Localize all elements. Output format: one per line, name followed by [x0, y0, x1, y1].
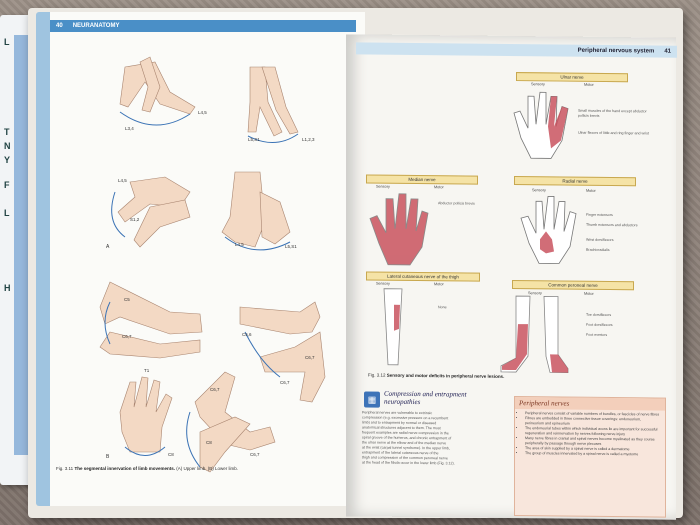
back-letter: T	[4, 127, 10, 137]
segment-label: C6,7	[250, 452, 260, 457]
foot-drawing	[221, 171, 266, 248]
caption-tail: (A) Upper limb. (B) Lower limb.	[176, 466, 239, 471]
median-deficit-area	[369, 193, 429, 266]
median-nerve-title: Median nerve	[366, 174, 478, 185]
right-figure-caption: Fig. 3.12 Sensory and motor deficits in …	[368, 373, 658, 381]
segment-label: L3,4	[125, 126, 134, 131]
segment-label: C6,7	[305, 355, 315, 360]
caption-prefix: Fig. 3.11	[56, 466, 74, 471]
left-section-title: NEURANATOMY	[72, 23, 120, 29]
panel-label-a: A	[106, 244, 110, 250]
common-peroneal-title: Common peroneal nerve	[512, 280, 634, 291]
right-page: Peripheral nervous system 41 Ulnar nerve…	[346, 34, 677, 520]
segment-label: C5	[124, 297, 130, 302]
radial-nerve-title: Radial nerve	[514, 176, 636, 187]
segment-label: L4,5	[198, 110, 207, 115]
segment-label: T1	[144, 368, 150, 373]
right-running-head: Peripheral nervous system 41	[356, 42, 677, 58]
foot-drawing	[259, 191, 291, 245]
peripheral-nerves-list: Peripheral nerves consist of variable nu…	[515, 409, 665, 458]
ulnar-motor-2: Ulnar flexors of little and ring finger …	[578, 130, 649, 136]
arm-drawing	[259, 331, 326, 403]
segment-label: L1,2,3	[302, 137, 315, 142]
segment-label: C8	[206, 440, 212, 445]
open-textbook: 40 NEURANATOMY	[28, 8, 683, 520]
ulnar-nerve-title: Ulnar nerve	[516, 72, 628, 83]
leg-drawing	[261, 66, 299, 135]
leg-drawing	[247, 66, 283, 137]
movement-arrows	[104, 111, 299, 468]
motor-label: Motor	[584, 291, 594, 296]
segment-label: C6,7	[122, 334, 132, 339]
caption-bold: Sensory and motor deficits in peripheral…	[386, 372, 505, 379]
motor-label: Motor	[584, 82, 594, 87]
compression-title-2: neuropathies	[384, 397, 421, 407]
left-page-number: 40	[56, 23, 63, 29]
radial-hand-diagram	[520, 195, 577, 264]
back-letter: F	[4, 180, 10, 190]
caption-bold: The segmental innervation of limb moveme…	[74, 466, 175, 471]
peroneal-motor-1: Toe dorsiflexors	[586, 312, 612, 318]
peroneal-deficit-area	[550, 354, 568, 373]
limb-movement-figure	[99, 56, 326, 473]
compression-line: at the head of the fibula occur in the l…	[362, 460, 455, 466]
sensory-label: Sensory	[376, 281, 390, 286]
right-section-title: Peripheral nervous system	[577, 47, 655, 55]
median-hand-diagram	[369, 193, 429, 266]
radial-motor-3: Wrist dorsiflexors	[586, 237, 614, 243]
segment-label: C5,6	[242, 332, 252, 337]
leg-drawing	[139, 56, 161, 113]
hand-outline	[520, 195, 577, 264]
back-letter: H	[4, 283, 11, 293]
segment-label: L5,S1	[285, 244, 297, 249]
back-letter: L	[4, 208, 10, 218]
back-letter: Y	[4, 155, 11, 165]
peroneal-leg-diagram	[500, 295, 569, 374]
list-item: The group of muscles innervated by a spi…	[525, 451, 661, 457]
arm-drawing	[99, 281, 203, 335]
ulnar-motor-1: Small muscles of the hand except abducto…	[578, 108, 647, 118]
radial-motor-1: Finger extensors	[586, 212, 613, 218]
peripheral-nerves-box: Peripheral nerves Peripheral nerves cons…	[514, 396, 666, 518]
segment-label: L4,5	[235, 242, 244, 247]
sensory-label: Sensory	[531, 82, 545, 87]
back-letter: L	[4, 37, 10, 47]
arm-drawing	[99, 331, 201, 359]
left-page: 40 NEURANATOMY	[36, 12, 365, 506]
book-icon: ▦	[364, 391, 380, 408]
ulnar-hand-diagram	[513, 91, 569, 159]
segment-label: C6,7	[210, 387, 220, 392]
right-page-number: 41	[664, 48, 671, 55]
caption-prefix: Fig. 3.12	[368, 372, 386, 378]
left-running-head: 40 NEURANATOMY	[50, 20, 356, 32]
arm-drawing	[239, 301, 321, 335]
segment-label: L4,5	[118, 178, 127, 183]
foot-drawing	[133, 199, 191, 248]
segment-label: C6,7	[280, 380, 290, 385]
compression-body: Peripheral nerves are vulnerable to extr…	[362, 410, 508, 467]
segment-label: C8	[168, 452, 174, 457]
radial-motor-2: Thumb extensors and abductors	[586, 222, 638, 228]
lateral-cutaneous-title: Lateral cutaneous nerve of the thigh	[366, 271, 480, 282]
peroneal-deficit-area	[502, 324, 528, 371]
radial-deficit-area	[540, 231, 554, 254]
hand-drawing	[119, 376, 173, 453]
peroneal-motor-3: Foot evertors	[586, 332, 608, 338]
left-figure-caption: Fig. 3.11 The segmental innervation of l…	[56, 466, 346, 471]
thigh-diagram	[383, 288, 403, 366]
leg-outline	[383, 288, 403, 366]
foot-drawing	[117, 176, 191, 223]
lateral-cutaneous-motor: None	[438, 305, 447, 310]
peroneal-motor-2: Foot dorsiflexors	[586, 322, 613, 328]
ulnar-deficit-area	[548, 96, 568, 149]
radial-motor-4: Brachioradialis	[586, 247, 610, 253]
median-motor-1: Abductor pollicis brevis	[438, 201, 475, 206]
segment-label: L5,S1	[248, 137, 260, 142]
segment-label: S1,2	[130, 217, 140, 222]
back-letter: N	[4, 141, 11, 151]
thigh-deficit-area	[394, 304, 400, 331]
panel-label-b: B	[106, 454, 110, 460]
motor-label: Motor	[434, 282, 444, 287]
